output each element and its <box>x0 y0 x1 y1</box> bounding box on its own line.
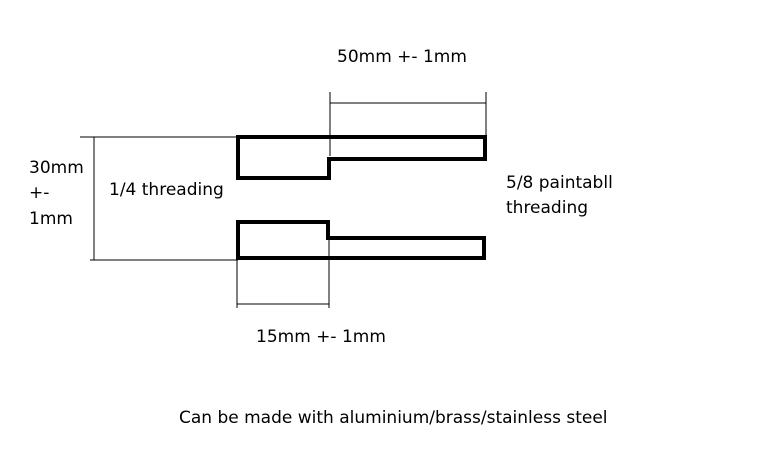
height-label-line1: 30mm <box>29 158 84 178</box>
upper-wall-profile <box>236 135 487 180</box>
bottom-length-label: 15mm +- 1mm <box>256 327 386 347</box>
lower-wall-profile <box>236 220 486 260</box>
left-thread-label: 1/4 threading <box>109 180 224 200</box>
materials-note: Can be made with aluminium/brass/stainle… <box>179 408 608 428</box>
top-length-label: 50mm +- 1mm <box>337 47 467 67</box>
height-label-line3: 1mm <box>29 209 73 229</box>
right-thread-label-line2: threading <box>506 198 589 218</box>
right-thread-label-line1: 5/8 paintabll <box>506 173 613 193</box>
height-label-line2: +- <box>29 183 50 203</box>
